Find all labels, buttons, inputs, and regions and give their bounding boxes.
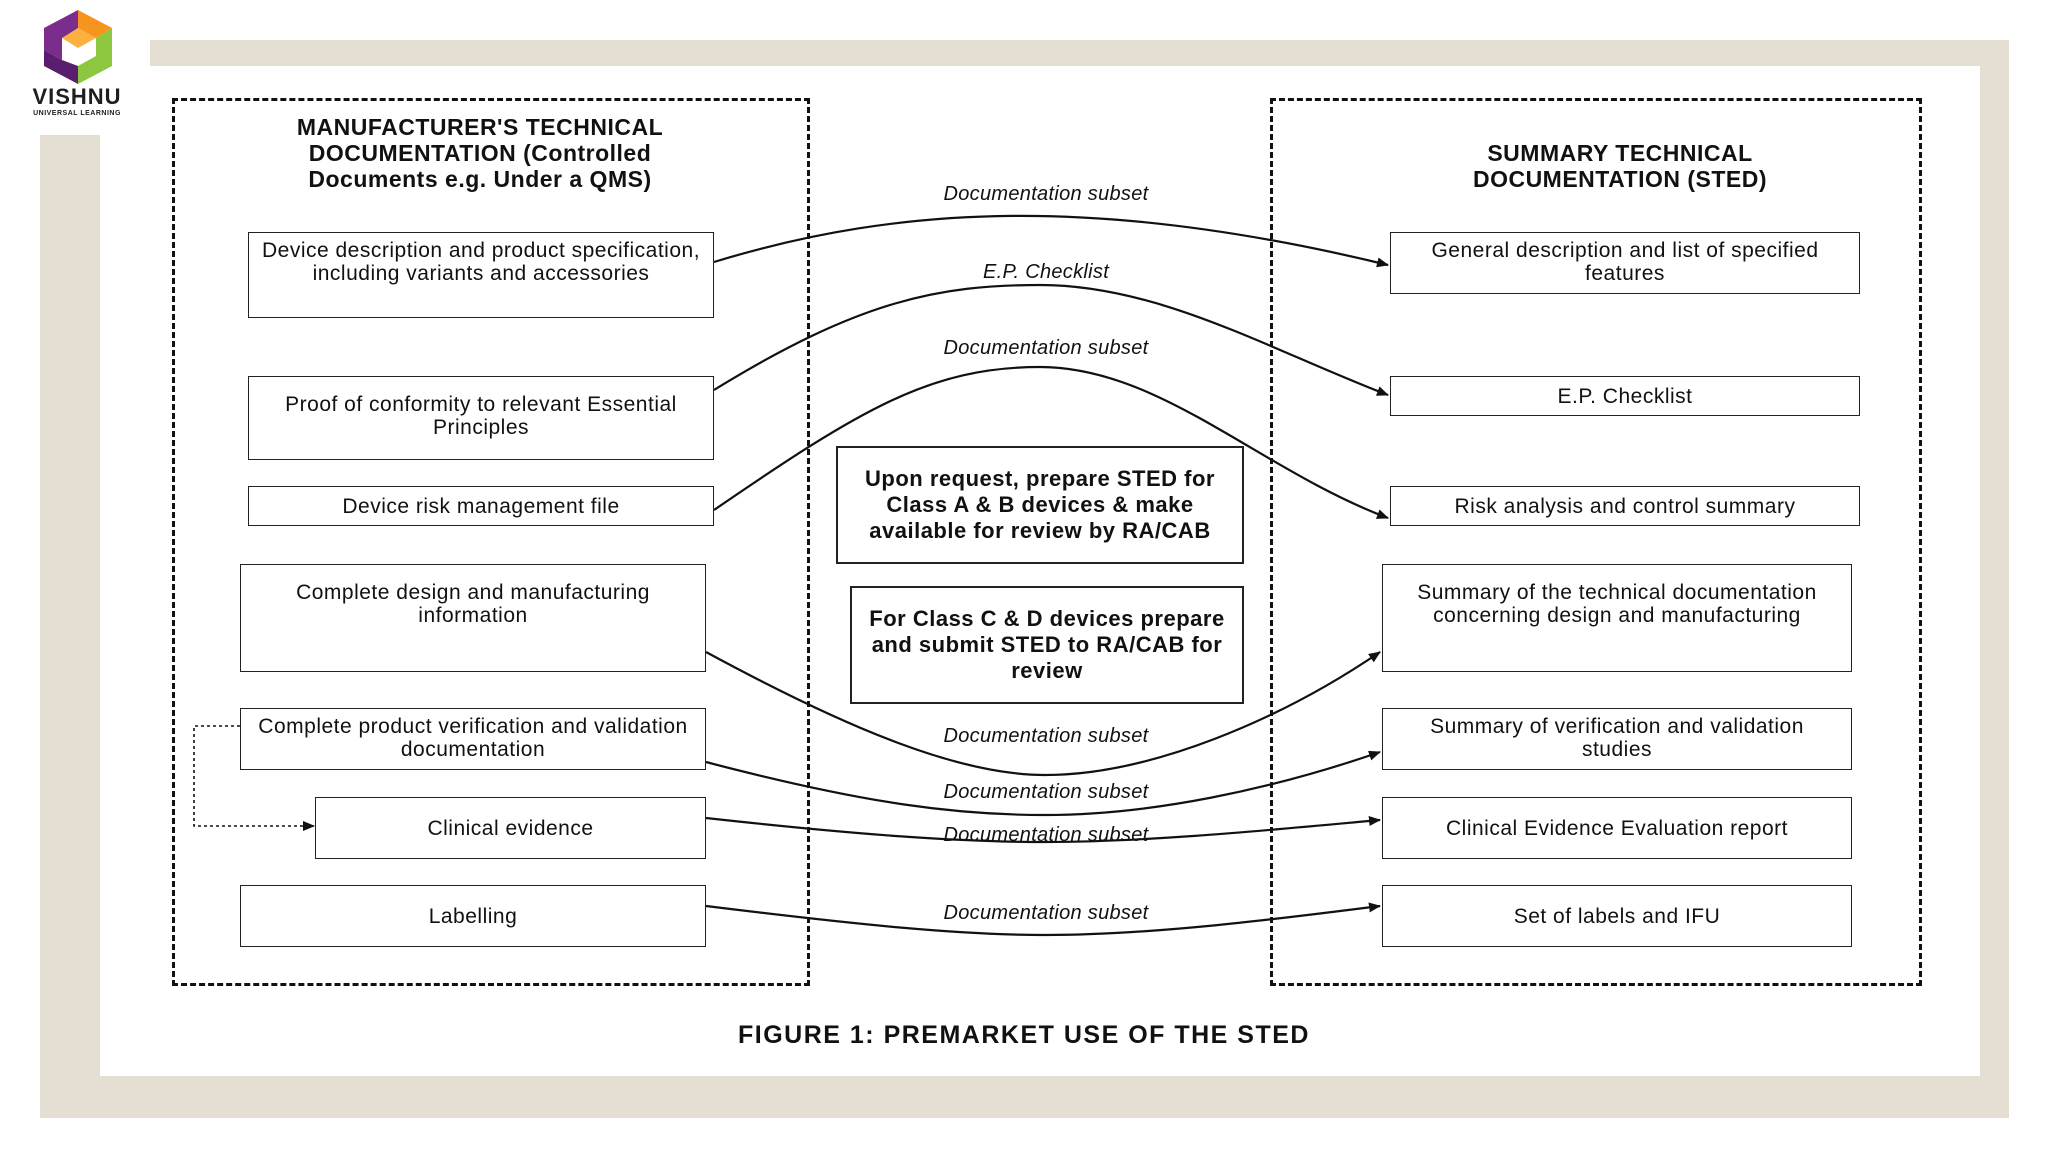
flow-path-risk-analysis [713,365,1389,520]
left-box-labelling: Labelling [240,885,706,947]
left-box-design-manufacturing: Complete design and manufacturing inform… [240,564,706,672]
vishnu-logo: VISHNU UNIVERSAL LEARNING [0,0,150,135]
figure-caption: FIGURE 1: PREMARKET USE OF THE STED [738,1021,1310,1049]
flow-path-labelling [705,902,1381,937]
flow-label-6: Documentation subset [943,824,1149,846]
center-box-class-a-b: Upon request, prepare STED for Class A &… [836,446,1244,564]
logo-mark-icon [44,10,112,84]
flow-path-design-manufacturing [705,651,1381,777]
flow-path-general-description [713,214,1389,268]
left-box-proof-of-conformity: Proof of conformity to relevant Essentia… [248,376,714,460]
left-box-verification-validation: Complete product verification and valida… [240,708,706,770]
left-box-risk-management-file: Device risk management file [248,486,714,526]
flow-path-clinical-evidence [705,816,1381,844]
dotted-link-verification-to-clinical [193,725,315,831]
right-box-general-description: General description and list of specifie… [1390,232,1860,294]
left-box-clinical-evidence: Clinical evidence [315,797,706,859]
flow-label-3: Documentation subset [943,337,1149,359]
manufacturer-docs-panel [172,98,810,986]
right-panel-heading: SUMMARY TECHNICAL DOCUMENTATION (STED) [1472,140,1768,192]
right-box-ep-checklist: E.P. Checklist [1390,376,1860,416]
right-box-labels-ifu: Set of labels and IFU [1382,885,1852,947]
center-box-class-c-d: For Class C & D devices prepare and subm… [850,586,1244,704]
right-box-risk-analysis: Risk analysis and control summary [1390,486,1860,526]
left-box-device-description: Device description and product specifica… [248,232,714,318]
logo-name: VISHNU [32,84,122,109]
sted-panel [1270,98,1922,986]
flow-path-ep-checklist [713,283,1389,397]
right-box-technical-summary: Summary of the technical documentation c… [1382,564,1852,672]
left-panel-heading: MANUFACTURER'S TECHNICAL DOCUMENTATION (… [296,114,664,192]
flow-label-2: E.P. Checklist [982,261,1110,283]
right-box-clinical-evaluation-report: Clinical Evidence Evaluation report [1382,797,1852,859]
flow-label-1: Documentation subset [943,183,1149,205]
flow-label-5: Documentation subset [943,781,1149,803]
logo-tagline: UNIVERSAL LEARNING [33,110,121,117]
right-box-verification-summary: Summary of verification and validation s… [1382,708,1852,770]
flow-path-verification-validation [705,750,1381,817]
flow-label-4: Documentation subset [943,725,1149,747]
flow-label-7: Documentation subset [943,902,1149,924]
